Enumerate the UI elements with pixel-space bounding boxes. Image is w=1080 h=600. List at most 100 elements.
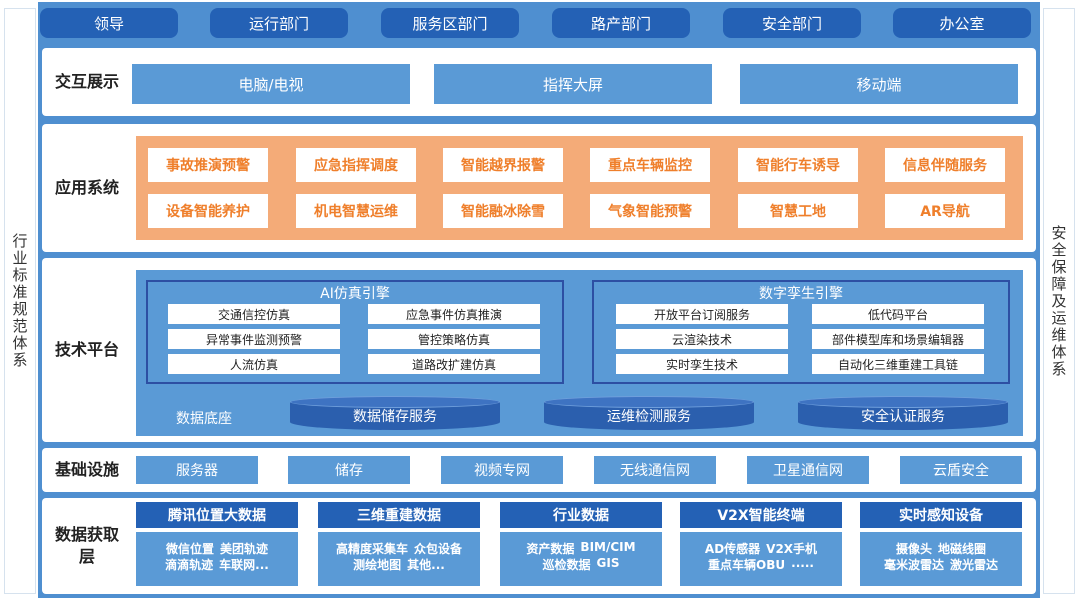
infra-item: 云盾安全 — [900, 456, 1022, 484]
acq-text: 激光雷达 — [950, 558, 999, 572]
acq-text: 毫米波雷达 — [883, 558, 944, 572]
app-item: 智能越界报警 — [443, 148, 563, 182]
service-cylinder: 安全认证服务 — [798, 396, 1008, 432]
interaction-pc-tv: 电脑/电视 — [132, 64, 410, 104]
acq-column-body: 资产数据 BIM/CIM 巡检数据 GIS — [500, 532, 662, 586]
department-tabs: 领导 运行部门 服务区部门 路产部门 安全部门 办公室 — [38, 8, 1040, 40]
cylinder-cap — [544, 396, 754, 408]
acq-column: 行业数据 资产数据 BIM/CIM 巡检数据 GIS — [500, 502, 662, 586]
acq-label-line1: 数据获取 — [54, 525, 119, 544]
infra-item: 无线通信网 — [594, 456, 716, 484]
acq-text: 资产数据 — [526, 542, 575, 556]
engine-item: 部件模型库和场景编辑器 — [812, 329, 984, 349]
service-label: 安全认证服务 — [798, 402, 1008, 430]
digital-twin-engine: 数字孪生引擎 开放平台订阅服务 低代码平台 云渲染技术 部件模型库和场景编辑器 … — [592, 280, 1010, 384]
app-item: 重点车辆监控 — [590, 148, 710, 182]
acq-text: AD传感器 — [704, 542, 761, 556]
tab-service-area[interactable]: 服务区部门 — [381, 8, 519, 38]
engine-item: 实时孪生技术 — [616, 354, 788, 374]
acq-column-title: 腾讯位置大数据 — [136, 502, 298, 528]
app-item: 应急指挥调度 — [296, 148, 416, 182]
acq-text: 重点车辆OBU — [708, 558, 786, 572]
engine-item: 应急事件仿真推演 — [368, 304, 540, 324]
acq-column-body: AD传感器 V2X手机 重点车辆OBU..... — [680, 532, 842, 586]
data-acquisition-layer: 数据获取 层 腾讯位置大数据 微信位置美团轨迹 滴滴轨迹车联网... 三维重建数… — [42, 498, 1036, 594]
acq-column: 三维重建数据 高精度采集车众包设备 测绘地图其他... — [318, 502, 480, 586]
tab-safety[interactable]: 安全部门 — [723, 8, 861, 38]
tab-road-assets[interactable]: 路产部门 — [552, 8, 690, 38]
acq-label-line2: 层 — [78, 547, 95, 566]
acq-text: 巡检数据 — [542, 558, 591, 572]
service-cylinder: 数据储存服务 — [290, 396, 500, 432]
application-layer-label: 应用系统 — [54, 178, 119, 197]
cylinder-cap — [290, 396, 500, 408]
data-base-label: 数据底座 — [176, 411, 232, 427]
interaction-layer: 交互展示 电脑/电视 指挥大屏 移动端 — [42, 48, 1036, 116]
application-area: 事故推演预警 应急指挥调度 智能越界报警 重点车辆监控 智能行车诱导 信息伴随服… — [136, 136, 1023, 240]
acq-column-title: V2X智能终端 — [680, 502, 842, 528]
side-right-label: 安全保障及运维体系 — [1049, 224, 1068, 378]
app-item: 智能融冰除雪 — [443, 194, 563, 228]
app-item: 智能行车诱导 — [738, 148, 858, 182]
acq-text: 众包设备 — [414, 542, 463, 556]
engine-item: 低代码平台 — [812, 304, 984, 324]
acq-text: GIS — [596, 556, 620, 570]
infra-item: 卫星通信网 — [747, 456, 869, 484]
acq-text: 摄像头 — [895, 542, 932, 556]
acq-column-body: 高精度采集车众包设备 测绘地图其他... — [318, 532, 480, 586]
side-left-label: 行业标准规范体系 — [10, 233, 29, 369]
app-item: 智慧工地 — [738, 194, 858, 228]
app-item: 设备智能养护 — [148, 194, 268, 228]
ai-engine-title: AI仿真引擎 — [320, 286, 390, 302]
twin-engine-title: 数字孪生引擎 — [759, 286, 843, 302]
acq-text: 高精度采集车 — [335, 542, 408, 556]
engine-item: 人流仿真 — [168, 354, 340, 374]
acq-column: 腾讯位置大数据 微信位置美团轨迹 滴滴轨迹车联网... — [136, 502, 298, 586]
acq-column-body: 摄像头地磁线圈 毫米波雷达激光雷达 — [860, 532, 1022, 586]
left-side-panel: 行业标准规范体系 — [4, 8, 36, 594]
ai-simulation-engine: AI仿真引擎 交通信控仿真 应急事件仿真推演 异常事件监测预警 管控策略仿真 人… — [146, 280, 564, 384]
acq-column-body: 微信位置美团轨迹 滴滴轨迹车联网... — [136, 532, 298, 586]
engine-item: 管控策略仿真 — [368, 329, 540, 349]
tab-operations[interactable]: 运行部门 — [210, 8, 348, 38]
interaction-layer-label: 交互展示 — [54, 72, 119, 91]
architecture-frame: 领导 运行部门 服务区部门 路产部门 安全部门 办公室 交互展示 电脑/电视 指… — [38, 2, 1040, 598]
infra-item: 视频专网 — [441, 456, 563, 484]
acq-column: V2X智能终端 AD传感器 V2X手机 重点车辆OBU..... — [680, 502, 842, 586]
engine-item: 自动化三维重建工具链 — [812, 354, 984, 374]
infrastructure-layer: 基础设施 服务器 储存 视频专网 无线通信网 卫星通信网 云盾安全 — [42, 448, 1036, 492]
application-layer: 应用系统 事故推演预警 应急指挥调度 智能越界报警 重点车辆监控 智能行车诱导 … — [42, 124, 1036, 252]
infrastructure-label: 基础设施 — [54, 460, 119, 479]
app-item: AR导航 — [885, 194, 1005, 228]
tech-platform-layer: 技术平台 AI仿真引擎 交通信控仿真 应急事件仿真推演 异常事件监测预警 管控策… — [42, 258, 1036, 442]
acq-text: 滴滴轨迹 — [165, 558, 214, 572]
right-side-panel: 安全保障及运维体系 — [1043, 8, 1075, 594]
infra-item: 服务器 — [136, 456, 258, 484]
tab-leader[interactable]: 领导 — [40, 8, 178, 38]
acq-column-title: 行业数据 — [500, 502, 662, 528]
engine-item: 云渲染技术 — [616, 329, 788, 349]
app-item: 机电智慧运维 — [296, 194, 416, 228]
tab-office[interactable]: 办公室 — [893, 8, 1031, 38]
engine-item: 道路改扩建仿真 — [368, 354, 540, 374]
acq-column-title: 三维重建数据 — [318, 502, 480, 528]
acq-column-title: 实时感知设备 — [860, 502, 1022, 528]
acq-column: 实时感知设备 摄像头地磁线圈 毫米波雷达激光雷达 — [860, 502, 1022, 586]
tech-area: AI仿真引擎 交通信控仿真 应急事件仿真推演 异常事件监测预警 管控策略仿真 人… — [136, 270, 1023, 436]
interaction-big-screen: 指挥大屏 — [434, 64, 712, 104]
acq-text: 地磁线圈 — [938, 542, 987, 556]
cylinder-cap — [798, 396, 1008, 408]
acq-text: ..... — [791, 556, 814, 570]
acq-text: 车联网... — [219, 558, 269, 572]
acq-text: BIM/CIM — [580, 540, 636, 554]
app-item: 信息伴随服务 — [885, 148, 1005, 182]
acq-text: 其他... — [407, 558, 445, 572]
engine-item: 交通信控仿真 — [168, 304, 340, 324]
data-acquisition-label: 数据获取 层 — [42, 498, 132, 594]
acq-text: 美团轨迹 — [220, 542, 269, 556]
service-cylinder: 运维检测服务 — [544, 396, 754, 432]
app-item: 气象智能预警 — [590, 194, 710, 228]
infra-item: 储存 — [288, 456, 410, 484]
acq-text: V2X手机 — [766, 542, 818, 556]
engine-item: 开放平台订阅服务 — [616, 304, 788, 324]
